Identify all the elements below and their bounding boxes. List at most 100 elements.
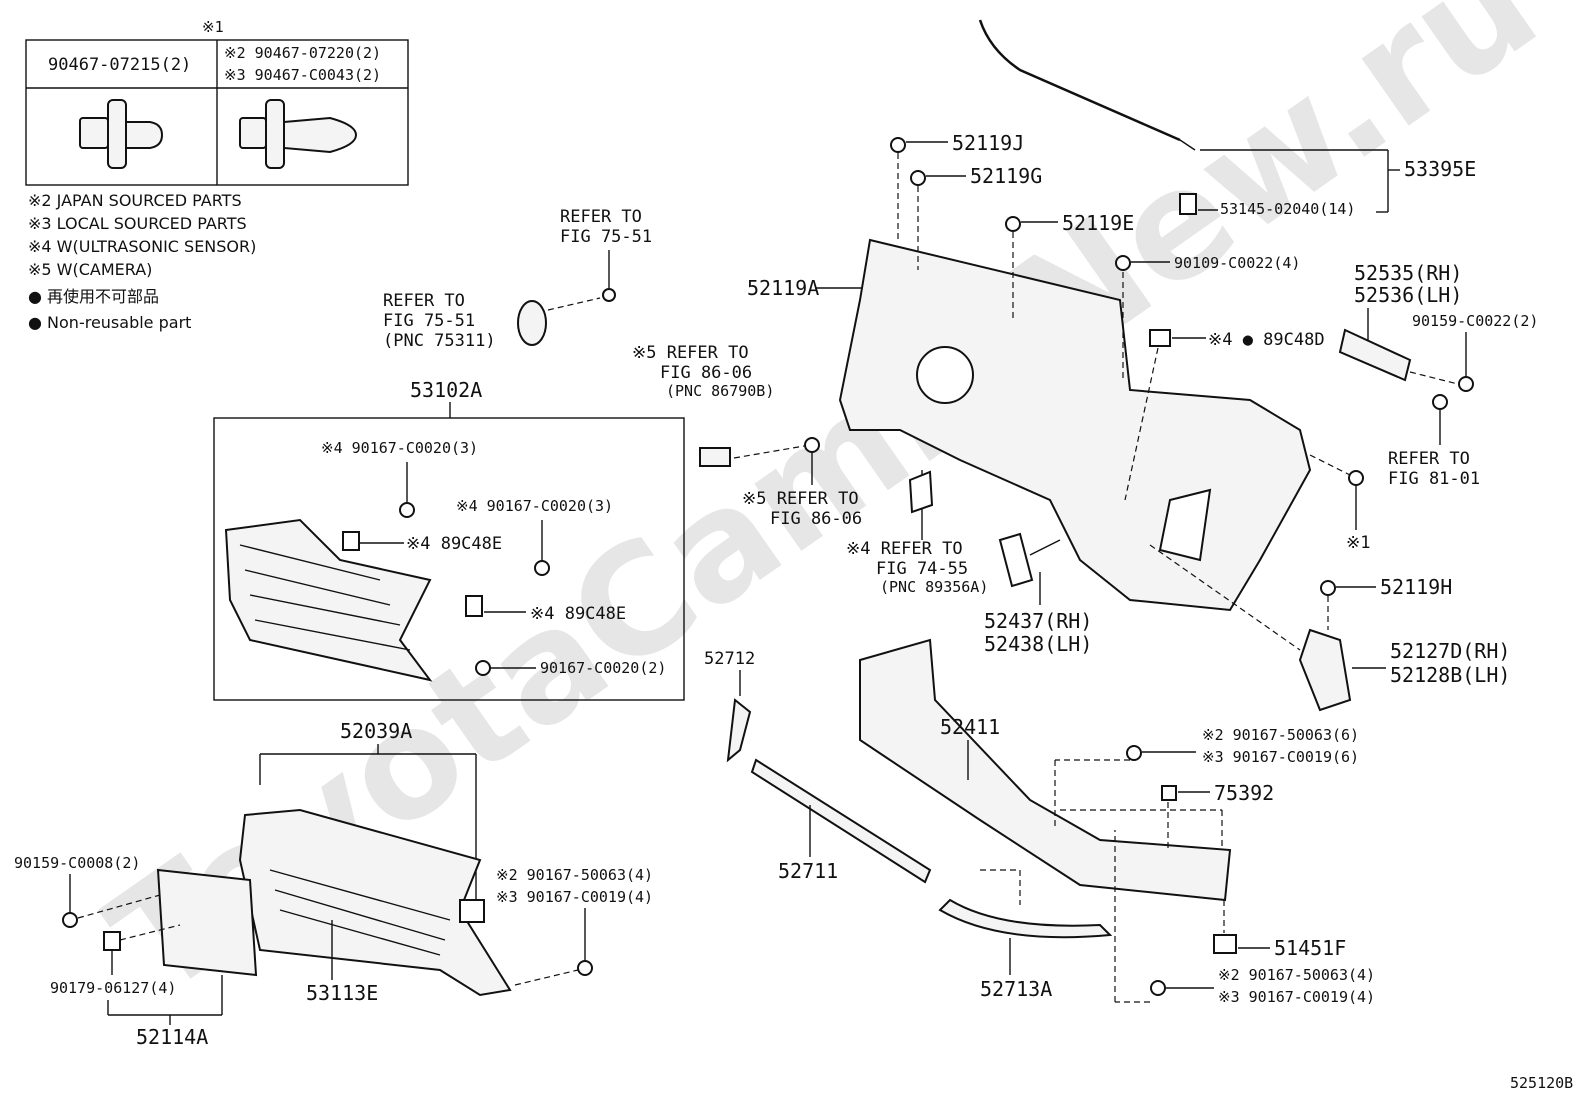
legend-item: ● Non-reusable part xyxy=(28,313,191,332)
molding-group: 53395E 53145-02040(14) xyxy=(978,19,1476,218)
ref-fig8606-a: FIG 86-06 xyxy=(660,363,752,383)
ref-fig8101: REFER TO xyxy=(1388,449,1470,469)
bolt-icon xyxy=(602,288,616,302)
label-89c48d: ※4 ● 89C48D xyxy=(1208,330,1325,350)
label-53145: 53145-02040(14) xyxy=(1220,200,1355,218)
label-52438: 52438(LH) xyxy=(984,632,1092,656)
label-89c48e-b: ※4 89C48E xyxy=(530,604,626,624)
label-52119H: 52119H xyxy=(1380,575,1452,599)
clip-icon-2 xyxy=(239,99,358,169)
clip-icon xyxy=(1320,580,1336,596)
screw-icon xyxy=(1432,394,1448,410)
license-bracket-icon xyxy=(156,868,258,977)
ref-fig7455: (PNC 89356A) xyxy=(880,578,988,596)
nut-icon xyxy=(103,931,121,951)
clip-icon xyxy=(890,137,906,153)
emblem-icon xyxy=(517,300,547,346)
legend-item: ● 再使用不可部品 xyxy=(28,287,159,306)
grille-mesh-icon xyxy=(224,518,433,682)
bracket-icon xyxy=(1338,328,1412,382)
label-52711: 52711 xyxy=(778,859,838,883)
clip-icon xyxy=(1179,193,1197,215)
clip-icon xyxy=(1161,785,1177,801)
sensor-bracket-icon xyxy=(342,531,360,551)
legend-item: ※4 W(ULTRASONIC SENSOR) xyxy=(28,237,256,256)
ref-fig8101: FIG 81-01 xyxy=(1388,469,1480,489)
legend: ※2 JAPAN SOURCED PARTS ※3 LOCAL SOURCED … xyxy=(28,191,256,332)
trim-icon xyxy=(938,898,1113,939)
label-52437: 52437(RH) xyxy=(984,609,1092,633)
retainer-group: 52535(RH) 52536(LH) 90159-C0022(2) REFER… xyxy=(1338,261,1538,489)
label-53113E: 53113E xyxy=(306,981,378,1005)
screw-icon xyxy=(1005,216,1021,232)
fog-cover-group: ※1 52119H 52127D(RH) 52128B(LH) xyxy=(1149,454,1510,712)
ref-fig7551-a: REFER TO xyxy=(560,207,642,227)
label-52712: 52712 xyxy=(704,649,755,669)
label-90167-c0020-3a: ※4 90167-C0020(3) xyxy=(321,439,478,457)
lower-spoiler-group: 52411 52712 52711 ※2 90167-50063(6) ※3 9… xyxy=(704,638,1375,1006)
label-52127D: 52127D(RH) xyxy=(1390,639,1510,663)
screw-icon xyxy=(475,660,491,676)
legend-item: ※3 LOCAL SOURCED PARTS xyxy=(28,214,247,233)
molding-icon xyxy=(978,19,1181,142)
label-52411: 52411 xyxy=(940,715,1000,739)
grille-box xyxy=(213,417,685,701)
screw-icon xyxy=(62,912,78,928)
fog-cover-icon xyxy=(1298,628,1352,712)
clip-col2-line2: ※3 90467-C0043(2) xyxy=(224,66,381,84)
label-x1: ※1 xyxy=(1346,533,1370,553)
legend-item: ※2 JAPAN SOURCED PARTS xyxy=(28,191,242,210)
clip-icon xyxy=(1348,470,1364,486)
label-52039A: 52039A xyxy=(340,719,412,743)
label-52536: 52536(LH) xyxy=(1354,283,1462,307)
label-52114A: 52114A xyxy=(136,1025,208,1049)
label-52119G: 52119G xyxy=(970,164,1042,188)
clip-table: ※1 90467-07215(2) ※2 90467-07220(2) ※3 9… xyxy=(25,18,409,186)
screw-icon xyxy=(804,437,820,453)
label-90159-c0022: 90159-C0022(2) xyxy=(1412,312,1538,330)
sensor-bracket-icon xyxy=(1149,329,1171,347)
label-90167-50063-4b: ※2 90167-50063(4) xyxy=(1218,966,1375,984)
ref-fig7551-a: FIG 75-51 xyxy=(560,227,652,247)
ref-fig8606-b: ※5 REFER TO xyxy=(742,489,859,509)
screw-icon xyxy=(577,960,593,976)
label-90167-c0019-6: ※3 90167-C0019(6) xyxy=(1202,748,1359,766)
ref-fig8606-a: (PNC 86790B) xyxy=(666,382,774,400)
label-90167-c0019-4b: ※3 90167-C0019(4) xyxy=(1218,988,1375,1006)
label-52128B: 52128B(LH) xyxy=(1390,663,1510,687)
label-90167-c0020-2: 90167-C0020(2) xyxy=(540,659,666,677)
ref-fig8606-b: FIG 86-06 xyxy=(770,509,862,529)
label-75392: 75392 xyxy=(1214,781,1274,805)
lower-spoiler-icon xyxy=(859,638,1232,902)
screw-icon xyxy=(1126,745,1142,761)
label-89c48e-a: ※4 89C48E xyxy=(406,534,502,554)
screw-icon xyxy=(1458,376,1474,392)
label-52535: 52535(RH) xyxy=(1354,261,1462,285)
lower-grille-group: 52039A 53113E ※2 90167-50063(4) ※3 90167… xyxy=(238,719,653,1005)
legend-item: ※5 W(CAMERA) xyxy=(28,260,152,279)
bumper-group: 52119A 52119J 52119G 52119E 90109-C0022(… xyxy=(747,131,1325,612)
screw-icon xyxy=(1115,255,1131,271)
label-52119E: 52119E xyxy=(1062,211,1134,235)
label-51451F: 51451F xyxy=(1274,936,1346,960)
label-53102A: 53102A xyxy=(410,378,482,402)
clip-table-mark: ※1 xyxy=(202,18,224,36)
label-90159-c0008: 90159-C0008(2) xyxy=(14,854,140,872)
clip-icon xyxy=(1213,934,1237,954)
camera-icon xyxy=(699,447,731,467)
label-90167-50063-4a: ※2 90167-50063(4) xyxy=(496,866,653,884)
sensor-bracket-icon xyxy=(465,595,483,617)
emblem-group: REFER TO FIG 75-51 REFER TO FIG 75-51 (P… xyxy=(383,207,652,351)
label-90167-c0019-4a: ※3 90167-C0019(4) xyxy=(496,888,653,906)
label-52119A: 52119A xyxy=(747,276,819,300)
lip-icon xyxy=(750,758,932,884)
ref-fig7455: FIG 74-55 xyxy=(876,559,968,579)
ref-fig8606-a: ※5 REFER TO xyxy=(632,343,749,363)
figure-id: 525120B xyxy=(1510,1074,1573,1092)
label-53395E: 53395E xyxy=(1404,157,1476,181)
label-90167-50063-6: ※2 90167-50063(6) xyxy=(1202,726,1359,744)
label-90179: 90179-06127(4) xyxy=(50,979,176,997)
label-90109: 90109-C0022(4) xyxy=(1174,254,1300,272)
screw-icon xyxy=(1150,980,1166,996)
